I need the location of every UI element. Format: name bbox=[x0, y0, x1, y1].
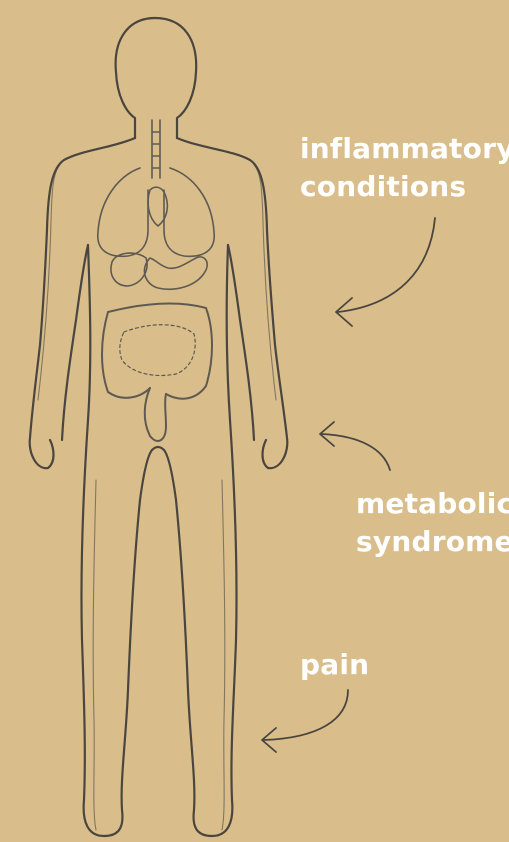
label-metabolic-syndrome: metabolic syndrome bbox=[356, 485, 509, 561]
label-pain: pain bbox=[300, 646, 369, 684]
label-metabolic-line2: syndrome bbox=[356, 523, 509, 561]
label-inflammatory-conditions: inflammatory conditions bbox=[300, 130, 509, 206]
label-inflammatory-line2: conditions bbox=[300, 168, 509, 206]
label-inflammatory-line1: inflammatory bbox=[300, 130, 509, 168]
label-metabolic-line1: metabolic bbox=[356, 485, 509, 523]
label-pain-line1: pain bbox=[300, 646, 369, 684]
